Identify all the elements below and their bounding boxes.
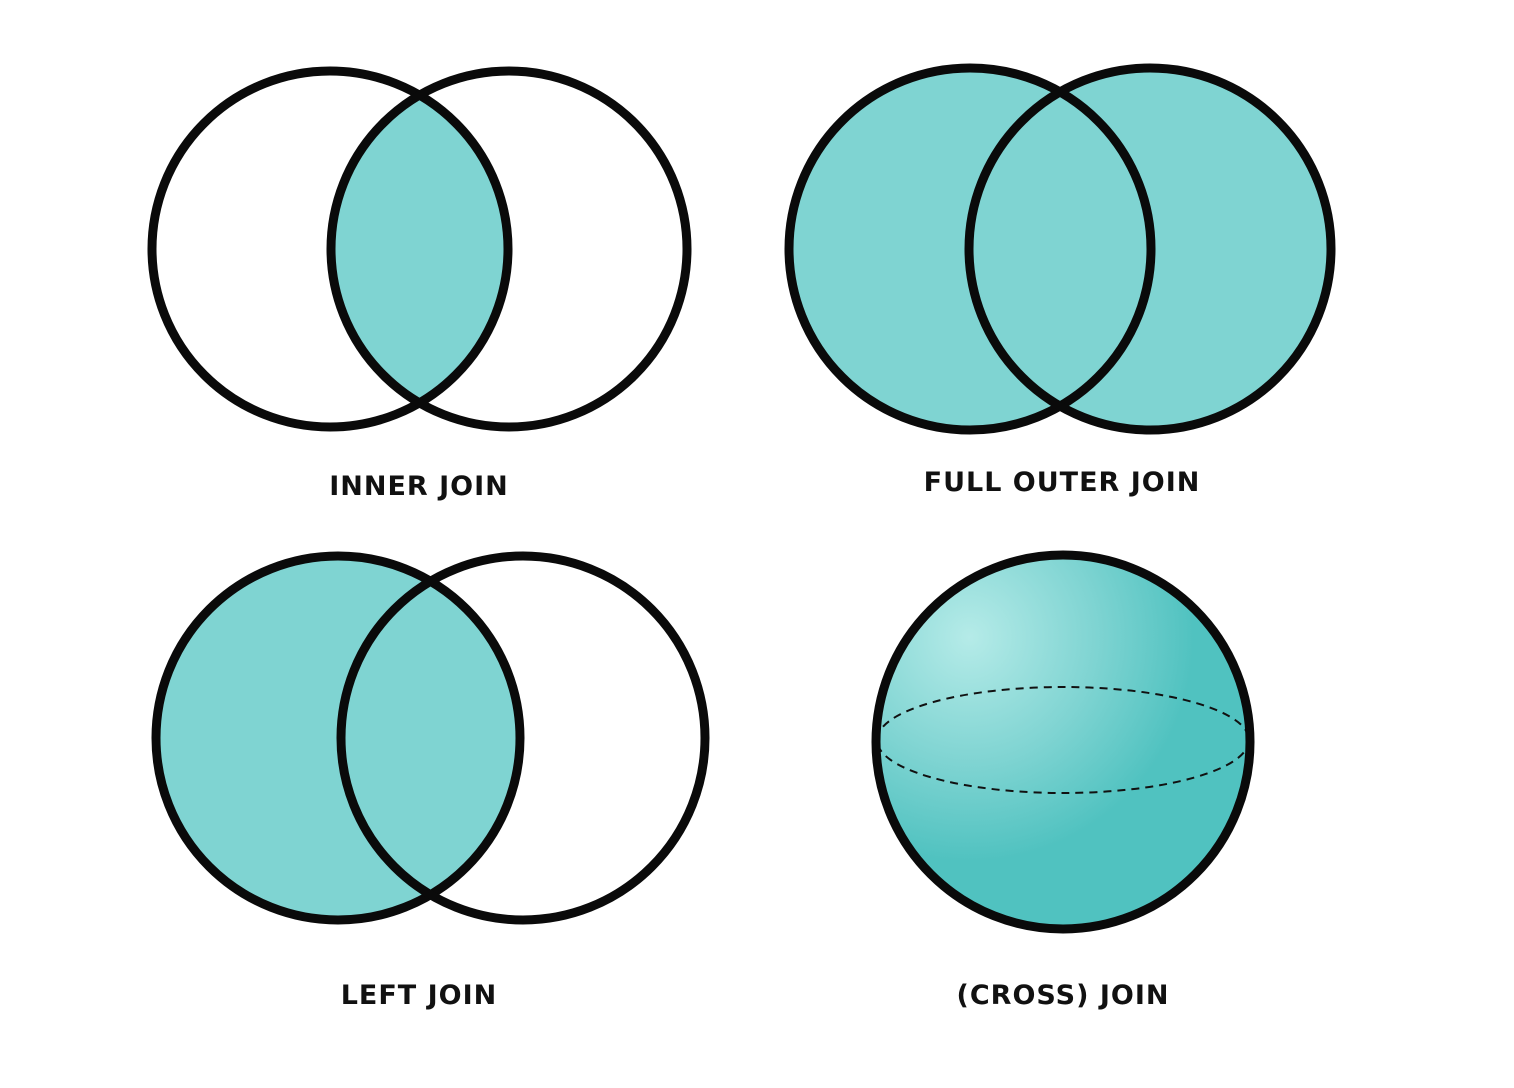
inner-join-label: INNER JOIN [329,471,509,502]
left-join-left-circle [151,551,525,925]
cross-join-sphere-body [876,555,1250,929]
cross-join-sphere-outline [871,550,1255,934]
left-join-label: LEFT JOIN [341,980,498,1011]
left-join-venn [151,551,710,925]
full-outer-join-right-circle [964,63,1336,435]
full-outer-join-label: FULL OUTER JOIN [924,467,1201,498]
inner-join-right-circle [326,66,692,432]
cross-join-label: (CROSS) JOIN [957,980,1170,1011]
inner-join-overlap-fill [331,71,508,427]
cross-join-sphere [871,550,1255,934]
full-outer-join-left-circle [784,63,1156,435]
inner-join-venn [147,66,692,432]
full-outer-join-venn [784,63,1336,435]
inner-join-left-circle [147,66,513,432]
left-join-right-circle [336,551,710,925]
